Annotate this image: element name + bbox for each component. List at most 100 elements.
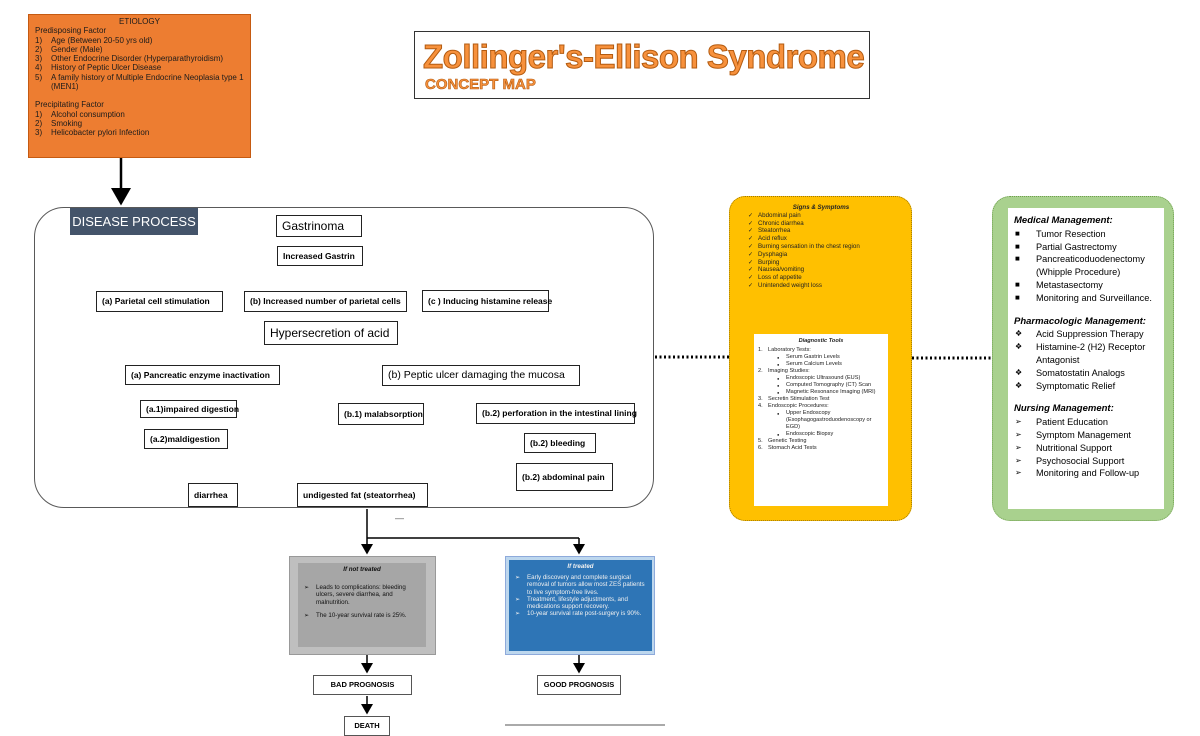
not-treated-box: If not treated ➢Leads to complications: … [298, 563, 426, 647]
arrow-bullet-icon: ➢ [515, 610, 521, 618]
medical-item: ■Pancreaticoduodenectomy (Whipple Proced… [1015, 254, 1145, 278]
treated-box: If treated ➢Early discovery and complete… [509, 560, 652, 651]
node-histamine: (c ) Inducing histamine release [422, 290, 552, 312]
node-increased-gastrin: Increased Gastrin [277, 246, 363, 266]
diagnostic-tools-box: Diagnostic Tools 1.Laboratory Tests: Ser… [754, 334, 888, 506]
good-prognosis-box: GOOD PROGNOSIS [537, 675, 621, 695]
stray-dash: — [395, 513, 404, 523]
pharma-item: ❖Acid Suppression Therapy [1015, 329, 1144, 340]
node-parietal-stimulation: (a) Parietal cell stimulation [96, 291, 223, 312]
sign-item: Nausea/vomiting [746, 266, 896, 274]
sign-item: Loss of appetite [746, 274, 896, 282]
not-treated-item: ➢Leads to complications: bleeding ulcers… [304, 583, 406, 606]
square-bullet-icon: ■ [1015, 254, 1020, 264]
etiology-box: ETIOLOGY Predisposing Factor 1)Age (Betw… [28, 14, 251, 158]
precipitating-title: Precipitating Factor [35, 100, 104, 110]
diagnostic-subitem: Endoscopic Biopsy [758, 431, 884, 438]
precipitating-item: 3)Helicobacter pylori Infection [35, 128, 150, 138]
pharma-item: ❖Histamine-2 (H2) Receptor Antagonist [1015, 342, 1146, 365]
diagnostic-item: 5.Genetic Testing [758, 438, 807, 444]
not-treated-title: If not treated [343, 566, 381, 573]
arrow-bullet-icon: ➢ [1015, 429, 1022, 439]
node-perforation: (b.2) perforation in the intestinal lini… [476, 403, 637, 424]
diagnostic-item: 3.Secretin Stimulation Test [758, 396, 830, 402]
diagnostic-item: 2.Imaging Studies: [758, 368, 810, 374]
node-malabsorption: (b.1) malabsorption [338, 403, 424, 425]
outcome-connectors [361, 509, 585, 715]
arrow-bullet-icon: ➢ [304, 583, 310, 591]
arrow-bullet-icon: ➢ [515, 595, 521, 603]
signs-list: Signs & Symptoms Abdominal pain Chronic … [746, 204, 896, 326]
diamond-bullet-icon: ❖ [1015, 380, 1023, 390]
treated-title: If treated [567, 563, 594, 570]
diagnostic-item: 6.Stomach Acid Tests [758, 445, 817, 451]
nursing-item: ➢Psychosocial Support [1015, 455, 1125, 466]
sign-item: Steatorrhea [746, 227, 896, 235]
page-subtitle: CONCEPT MAP [425, 76, 536, 94]
title-box: Zollinger's-Ellison Syndrome CONCEPT MAP [414, 31, 870, 99]
page-title: Zollinger's-Ellison Syndrome [422, 38, 865, 76]
arrow-bullet-icon: ➢ [1015, 468, 1022, 478]
diagnostic-subitem: Magnetic Resonance Imaging (MRI) [758, 389, 884, 396]
diagnostic-subitem: Computed Tomography (CT) Scan [758, 382, 884, 389]
node-pancreatic: (a) Pancreatic enzyme inactivation [125, 365, 280, 385]
sign-item: Dysphagia [746, 251, 896, 259]
diamond-bullet-icon: ❖ [1015, 342, 1023, 352]
sign-item: Unintended weight loss [746, 282, 896, 290]
diagnostic-title: Diagnostic Tools [798, 338, 844, 344]
bad-prognosis-box: BAD PROGNOSIS [313, 675, 412, 695]
node-impaired-digestion: (a.1)impaired digestion [140, 400, 239, 418]
arrow-bullet-icon: ➢ [515, 574, 521, 582]
death-box: DEATH [344, 716, 390, 736]
treated-item: ➢Early discovery and complete surgical r… [515, 574, 645, 596]
diagnostic-subitem: Endoscopic Ultrasound (EUS) [758, 375, 884, 382]
sign-item: Chronic diarrhea [746, 220, 896, 228]
node-bleeding: (b.2) bleeding [524, 433, 596, 453]
arrow-bullet-icon: ➢ [1015, 417, 1022, 427]
square-bullet-icon: ■ [1015, 241, 1020, 251]
nursing-item: ➢Symptom Management [1015, 429, 1131, 440]
medical-item: ■Monitoring and Surveillance. [1015, 292, 1152, 303]
sign-item: Acid reflux [746, 235, 896, 243]
medical-title: Medical Management: [1014, 215, 1113, 226]
signs-title: Signs & Symptoms [792, 204, 850, 211]
node-abdominal-pain: (b.2) abdominal pain [516, 463, 613, 491]
node-increased-parietal: (b) Increased number of parietal cells [244, 291, 407, 312]
pharma-item: ❖Somatostatin Analogs [1015, 367, 1125, 378]
nursing-item: ➢Monitoring and Follow-up [1015, 468, 1140, 479]
arrow-bullet-icon: ➢ [304, 612, 310, 620]
medical-item: ■Tumor Resection [1015, 228, 1106, 239]
diagnostic-subitem: Serum Gastrin Levels [758, 354, 884, 361]
disease-process-label: DISEASE PROCESS [70, 208, 198, 235]
predisposing-item: 4)History of Peptic Ulcer Disease [35, 63, 162, 73]
pharma-item: ❖Symptomatic Relief [1015, 380, 1116, 391]
node-gastrinoma: Gastrinoma [276, 215, 362, 237]
sign-item: Burping [746, 259, 896, 267]
square-bullet-icon: ■ [1015, 292, 1020, 302]
node-maldigestion: (a.2)maldigestion [144, 429, 228, 449]
nursing-title: Nursing Management: [1014, 403, 1114, 415]
predisposing-title: Predisposing Factor [35, 26, 107, 36]
nursing-item: ➢Nutritional Support [1015, 442, 1113, 453]
diamond-bullet-icon: ❖ [1015, 367, 1023, 377]
diagnostic-subitem: Upper Endoscopy (Esophagogastroduodenosc… [758, 410, 884, 431]
diamond-bullet-icon: ❖ [1015, 329, 1023, 339]
predisposing-item: 3)Other Endocrine Disorder (Hyperparathy… [35, 54, 224, 64]
predisposing-item: 5)A family history of Multiple Endocrine… [35, 72, 244, 92]
nursing-item: ➢Patient Education [1015, 417, 1109, 428]
diagnostic-subitem: Serum Calcium Levels [758, 361, 884, 368]
diagnostic-item: 1.Laboratory Tests: [758, 347, 811, 353]
treated-item: ➢10-year survival rate post-surgery is 9… [515, 610, 642, 618]
square-bullet-icon: ■ [1015, 279, 1020, 289]
sign-item: Burning sensation in the chest region [746, 243, 896, 251]
node-undigested-fat: undigested fat (steatorrhea) [297, 483, 428, 507]
management-list: Medical Management: ■Tumor Resection ■Pa… [1008, 208, 1164, 509]
predisposing-item: 1)Age (Between 20-50 yrs old) [35, 35, 153, 45]
node-diarrhea: diarrhea [188, 483, 238, 507]
not-treated-item: ➢The 10-year survival rate is 25%. [304, 612, 407, 620]
treated-item: ➢Treatment, lifestyle adjustments, and m… [515, 595, 628, 611]
node-peptic-ulcer: (b) Peptic ulcer damaging the mucosa [382, 365, 580, 386]
square-bullet-icon: ■ [1015, 228, 1020, 238]
pharma-title: Pharmacologic Management: [1014, 315, 1146, 327]
sign-item: Abdominal pain [746, 212, 896, 220]
